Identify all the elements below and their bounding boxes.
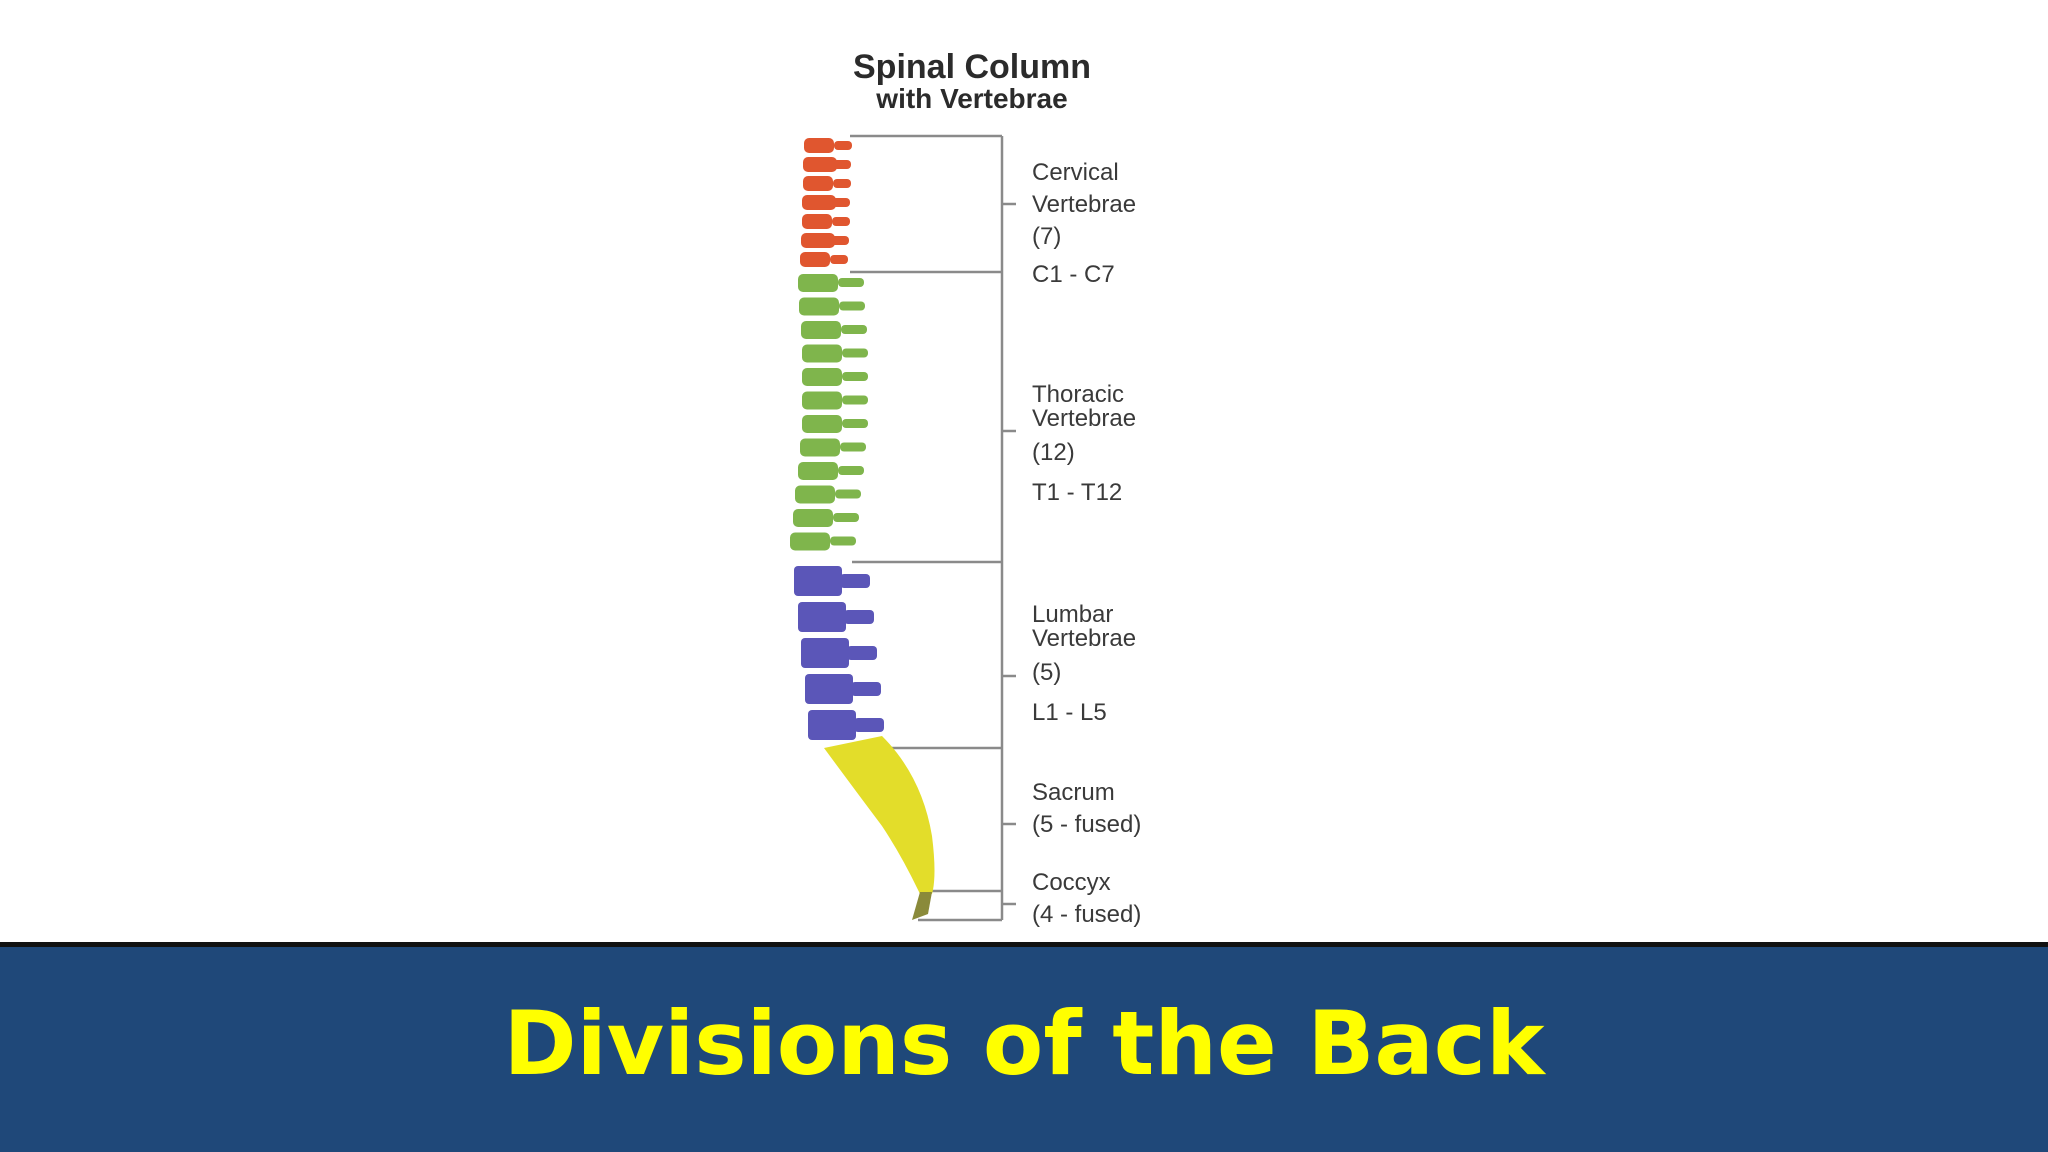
cervical-process	[834, 141, 852, 150]
thoracic-process	[842, 395, 868, 405]
cervical-label-range: C1 - C7	[1032, 261, 1115, 288]
footer-banner: Divisions of the Back	[0, 947, 2048, 1152]
spine-figure: Spinal Column with Vertebrae	[772, 36, 1174, 944]
thoracic-vertebra	[798, 462, 838, 480]
thoracic-label: Thoracic Vertebrae (12) T1 - T12	[1032, 381, 1136, 506]
sacrum-label-detail: (5 - fused)	[1032, 811, 1141, 838]
slide-title: Divisions of the Back	[503, 992, 1545, 1095]
thoracic-label-name: Thoracic	[1032, 381, 1124, 408]
cervical-process	[831, 236, 849, 245]
thoracic-process	[830, 536, 856, 546]
cervical-label: Cervical Vertebrae (7) C1 - C7	[1032, 159, 1136, 288]
coccyx-shape	[912, 892, 932, 920]
thoracic-process	[841, 325, 867, 334]
cervical-vertebra	[800, 252, 830, 267]
thoracic-vertebra	[799, 297, 839, 316]
figure-title-line1: Spinal Column	[853, 48, 1091, 86]
thoracic-vertebra	[801, 321, 841, 339]
thoracic-process	[842, 419, 868, 428]
thoracic-vertebra	[800, 438, 840, 457]
bracket-lines	[850, 134, 1016, 922]
sacrum-label-name: Sacrum	[1032, 779, 1115, 806]
sacrum-shape	[824, 736, 935, 894]
cervical-vertebra	[802, 214, 832, 229]
cervical-process	[833, 160, 851, 169]
thoracic-vertebra	[802, 391, 842, 410]
cervical-process	[832, 217, 850, 226]
cervical-label-count: (7)	[1032, 223, 1061, 250]
lumbar-label: Lumbar Vertebrae (5) L1 - L5	[1032, 601, 1136, 726]
thoracic-vertebra	[795, 485, 835, 504]
lumbar-process	[851, 682, 881, 696]
lumbar-label-type: Vertebrae	[1032, 625, 1136, 652]
thoracic-process	[839, 301, 865, 311]
thoracic-process	[838, 278, 864, 287]
cervical-process	[832, 198, 850, 207]
spine-diagram: Spinal Column with Vertebrae	[790, 48, 1141, 928]
thoracic-label-range: T1 - T12	[1032, 479, 1122, 506]
lumbar-label-range: L1 - L5	[1032, 699, 1107, 726]
thoracic-vertebra	[802, 415, 842, 433]
thoracic-process	[842, 372, 868, 381]
sacrum-label: Sacrum (5 - fused)	[1032, 779, 1141, 838]
cervical-process	[830, 255, 848, 264]
lumbar-process	[847, 646, 877, 660]
coccyx-label-name: Coccyx	[1032, 869, 1111, 896]
cervical-vertebra	[804, 138, 834, 153]
lumbar-vertebra	[805, 674, 853, 704]
coccyx-label-detail: (4 - fused)	[1032, 901, 1141, 928]
cervical-label-name: Cervical	[1032, 159, 1119, 186]
thoracic-vertebra	[790, 532, 830, 551]
cervical-vertebra	[801, 233, 835, 248]
thoracic-vertebra	[798, 274, 838, 292]
cervical-process	[833, 179, 851, 188]
cervical-vertebra	[803, 157, 837, 172]
thoracic-vertebra	[802, 368, 842, 386]
thoracic-process	[833, 513, 859, 522]
thoracic-vertebra	[793, 509, 833, 527]
spine-segments	[790, 138, 935, 920]
cervical-vertebra	[803, 176, 833, 191]
cervical-vertebra	[802, 195, 836, 210]
lumbar-vertebra	[798, 602, 846, 632]
coccyx-label: Coccyx (4 - fused)	[1032, 869, 1141, 928]
thoracic-vertebra	[802, 344, 842, 363]
thoracic-process	[838, 466, 864, 475]
lumbar-process	[844, 610, 874, 624]
lumbar-process	[854, 718, 884, 732]
thoracic-process	[842, 348, 868, 358]
thoracic-process	[840, 442, 866, 452]
lumbar-label-count: (5)	[1032, 659, 1061, 686]
footer-divider	[0, 942, 2048, 947]
figure-title-line2: with Vertebrae	[875, 83, 1067, 114]
lumbar-vertebra	[808, 710, 856, 740]
lumbar-vertebra	[794, 566, 842, 596]
cervical-label-type: Vertebrae	[1032, 191, 1136, 218]
thoracic-label-type: Vertebrae	[1032, 405, 1136, 432]
thoracic-label-count: (12)	[1032, 439, 1075, 466]
thoracic-process	[835, 489, 861, 499]
lumbar-label-name: Lumbar	[1032, 601, 1113, 628]
lumbar-process	[840, 574, 870, 588]
lumbar-vertebra	[801, 638, 849, 668]
